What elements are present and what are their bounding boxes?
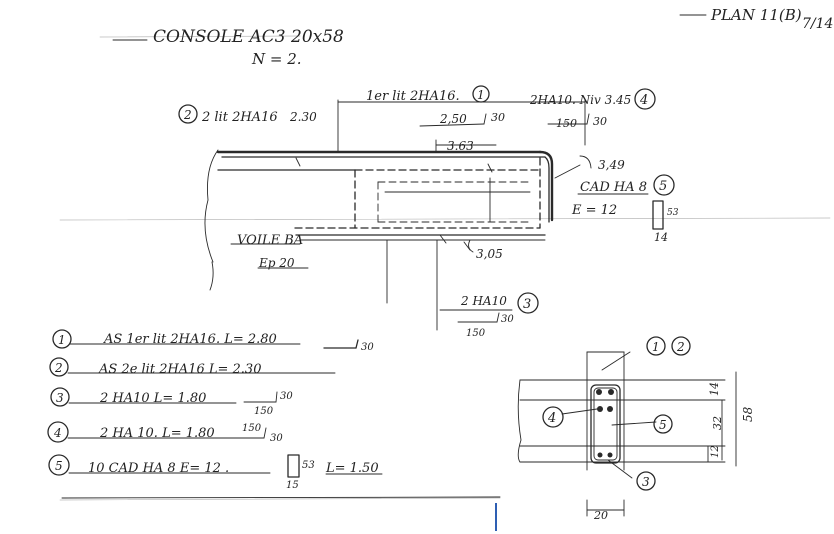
svg-text:5: 5	[659, 179, 667, 194]
svg-text:10 CAD HA 8 E= 12 .: 10 CAD HA 8 E= 12 .	[88, 461, 229, 476]
svg-text:1: 1	[477, 88, 485, 102]
dim-top: 3.63	[435, 139, 497, 153]
svg-text:150: 150	[242, 423, 262, 434]
svg-text:30: 30	[361, 342, 374, 353]
svg-text:150: 150	[556, 117, 577, 130]
svg-text:1: 1	[58, 333, 66, 347]
svg-text:14: 14	[654, 231, 668, 244]
callout-2: 2 2 lit 2HA16 2.30	[178, 104, 317, 125]
svg-text:CAD HA 8: CAD HA 8	[580, 180, 647, 195]
svg-text:2: 2	[183, 108, 192, 122]
callout-5: 3,49 CAD HA 8 5 E = 12 53 14	[571, 155, 679, 244]
svg-text:Ep 20: Ep 20	[258, 256, 295, 270]
svg-text:32: 32	[711, 416, 724, 430]
svg-text:15: 15	[286, 480, 299, 491]
svg-text:AS 2e lit 2HA16 L= 2.30: AS 2e lit 2HA16 L= 2.30	[98, 362, 261, 377]
svg-text:AS 1er lit 2HA16. L= 2.80: AS 1er lit 2HA16. L= 2.80	[103, 332, 277, 347]
svg-text:5: 5	[55, 459, 63, 473]
svg-text:30: 30	[270, 433, 283, 444]
svg-text:30: 30	[501, 314, 514, 325]
svg-text:3: 3	[56, 391, 64, 405]
legend-row-2: 2 AS 2e lit 2HA16 L= 2.30	[49, 357, 336, 377]
svg-text:2.30: 2.30	[289, 110, 317, 124]
svg-text:2,50: 2,50	[439, 112, 467, 126]
svg-text:3.63: 3.63	[447, 139, 474, 153]
legend-row-4: 4 2 HA 10. L= 1.80 150 30	[47, 421, 283, 444]
svg-text:3,05: 3,05	[476, 247, 503, 261]
svg-text:5: 5	[659, 418, 667, 432]
svg-text:2 HA 10. L= 1.80: 2 HA 10. L= 1.80	[99, 426, 215, 441]
svg-text:3,49: 3,49	[598, 158, 625, 172]
dim-bottom: 3,05	[468, 239, 503, 261]
svg-text:30: 30	[593, 115, 607, 128]
elevation-view	[204, 99, 586, 331]
wall-labels: VOILE BA Ep 20	[230, 233, 309, 270]
svg-text:2 HA10 L= 1.80: 2 HA10 L= 1.80	[99, 391, 206, 406]
svg-text:4: 4	[639, 93, 648, 108]
legend-row-5: 5 10 CAD HA 8 E= 12 . 53 15 L= 1.50	[48, 454, 383, 491]
svg-text:58: 58	[741, 406, 755, 422]
svg-text:14: 14	[708, 382, 721, 396]
legend-divider	[61, 496, 501, 499]
header-title: CONSOLE AC3 20x58	[153, 27, 344, 47]
svg-text:1: 1	[652, 340, 660, 354]
callout-4: 2HA10. Niv 3.45 4 150 30	[529, 88, 656, 130]
legend-row-3: 3 2 HA10 L= 1.80 30 150	[50, 387, 293, 417]
svg-text:53: 53	[302, 460, 315, 471]
svg-text:53: 53	[667, 208, 679, 218]
callout-3: 2 HA10 3 30 150	[439, 292, 539, 339]
svg-text:4: 4	[53, 426, 62, 440]
svg-text:20: 20	[593, 509, 608, 522]
page-number: 7/14	[802, 16, 833, 32]
legend-row-1: 1 AS 1er lit 2HA16. L= 2.80 30	[52, 329, 374, 353]
scan-noise	[59, 35, 831, 501]
svg-text:30: 30	[280, 391, 293, 402]
header-count: N = 2.	[251, 50, 302, 68]
svg-text:E = 12: E = 12	[571, 203, 617, 218]
svg-text:1er lit 2HA16.: 1er lit 2HA16.	[366, 89, 460, 104]
cross-section	[517, 351, 737, 517]
svg-text:2 HA10: 2 HA10	[460, 294, 507, 308]
svg-text:2 lit 2HA16: 2 lit 2HA16	[201, 110, 278, 125]
svg-text:3: 3	[642, 475, 650, 489]
svg-text:150: 150	[254, 406, 274, 417]
svg-text:L= 1.50: L= 1.50	[325, 461, 379, 476]
svg-text:2: 2	[676, 340, 685, 354]
svg-text:30: 30	[491, 111, 505, 124]
svg-text:2HA10. Niv 3.45: 2HA10. Niv 3.45	[529, 93, 631, 107]
callout-1: 1er lit 2HA16. 1 2,50 30	[366, 85, 505, 127]
svg-text:3: 3	[523, 297, 531, 312]
plan-label: PLAN 11(B)	[710, 6, 802, 24]
svg-text:150: 150	[466, 328, 486, 339]
svg-text:VOILE BA: VOILE BA	[237, 233, 303, 248]
section-callouts: 1 2 4 5 3 20 14 32 12 58	[542, 336, 755, 522]
svg-text:2: 2	[54, 361, 63, 375]
svg-text:4: 4	[547, 411, 556, 426]
svg-text:12: 12	[710, 445, 721, 458]
